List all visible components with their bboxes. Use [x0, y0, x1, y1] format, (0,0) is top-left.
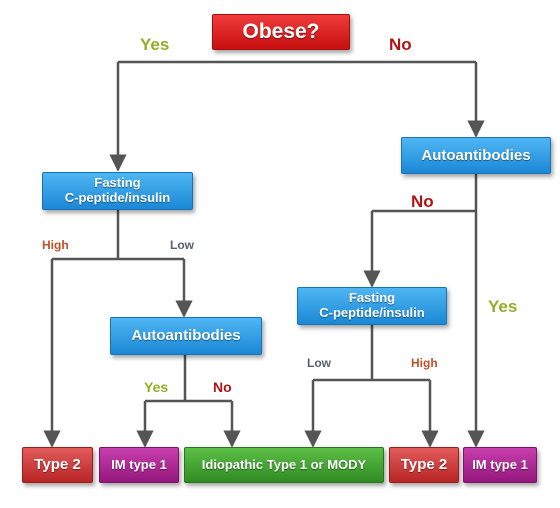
node-autoantibodies-top: Autoantibodies [401, 137, 551, 174]
node-autoantibodies-mid-label: Autoantibodies [131, 327, 241, 345]
edge-label-auto-yes: Yes [488, 297, 518, 316]
node-type2-left-label: Type 2 [34, 456, 81, 474]
node-im-type1-right: IM type 1 [463, 447, 537, 483]
edge-label-auto-no: No [411, 192, 434, 211]
edge-label-obese-no: No [389, 35, 412, 54]
node-fasting-right: Fasting C-peptide/insulin [297, 287, 447, 325]
edge-label-right-low: Low [307, 356, 331, 370]
edge-label-left-high: High [42, 238, 69, 252]
node-fasting-left-line1: Fasting [94, 175, 141, 191]
node-autoantibodies-top-label: Autoantibodies [421, 146, 531, 164]
node-fasting-right-line2: C-peptide/insulin [319, 305, 425, 320]
node-idiopathic-label: Idiopathic Type 1 or MODY [201, 456, 367, 472]
node-type2-right-label: Type 2 [400, 456, 448, 474]
node-im-type1-left: IM type 1 [99, 447, 179, 483]
edge-label-left-low: Low [170, 238, 194, 252]
node-fasting-left: Fasting C-peptide/insulin [42, 172, 193, 210]
node-autoantibodies-mid: Autoantibodies [110, 317, 262, 355]
node-fasting-left-line2: C-peptide/insulin [64, 190, 171, 205]
node-idiopathic: Idiopathic Type 1 or MODY [184, 447, 384, 483]
node-im-type1-left-label: IM type 1 [111, 456, 167, 472]
node-obese: Obese? [212, 14, 350, 50]
node-fasting-right-line1: Fasting [348, 290, 396, 306]
node-type2-left: Type 2 [22, 447, 93, 483]
edge-label-mid-yes: Yes [144, 379, 169, 395]
edge-label-right-high: High [411, 356, 438, 370]
node-obese-label: Obese? [242, 19, 320, 43]
edge-label-obese-yes: Yes [140, 35, 170, 54]
node-im-type1-right-label: IM type 1 [472, 456, 528, 472]
edge-label-mid-no: No [213, 379, 232, 395]
node-type2-right: Type 2 [389, 447, 459, 483]
